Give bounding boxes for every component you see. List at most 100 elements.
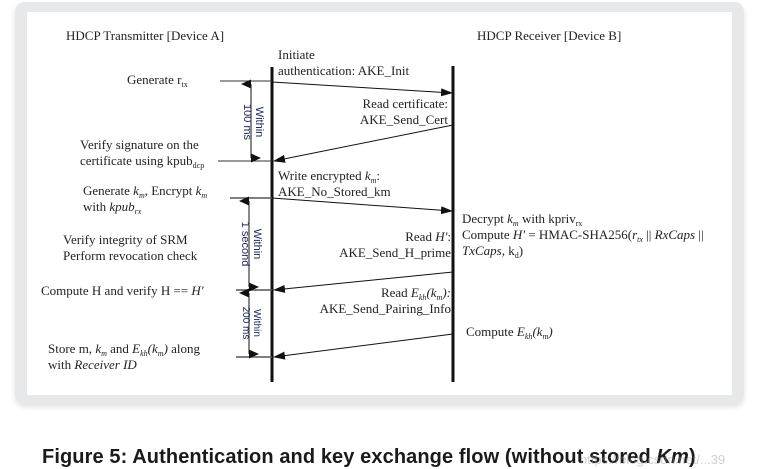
msg-ake-send-h-prime-label: Read H': AKE_Send_H_prime (300, 229, 451, 261)
step-store: Store m, km and Ekh(km) along with Recei… (48, 341, 200, 373)
msg-ake-send-cert-label: Read certificate: AKE_Send_Cert (330, 96, 448, 128)
var-k: (k (426, 285, 437, 300)
step-text: with (83, 199, 110, 214)
sub: m (138, 191, 145, 200)
step-decrypt-km: Decrypt km with kprivrx (462, 211, 583, 228)
watermark: https://blog.csdn.net/...39 (580, 452, 726, 467)
var-k: k (195, 183, 202, 198)
punct: : (447, 229, 451, 244)
step-generate-rtx: Generate rtx (127, 72, 188, 89)
timing-text: 1 second (239, 221, 251, 267)
timing-label-200ms: Within 200 ms (238, 293, 262, 353)
var-e: E (410, 285, 419, 300)
sub: m (101, 349, 107, 358)
step-text: with kpriv (518, 211, 576, 226)
arrow-ake-no-stored-km (271, 197, 453, 215)
sub: m (370, 176, 377, 185)
sub: dcp (192, 161, 205, 170)
sub: m (512, 219, 519, 228)
step-text: Verify signature on the (80, 137, 199, 152)
step-text: Compute (462, 227, 513, 242)
step-text: = HMAC-SHA256( (525, 227, 633, 242)
step-text: , k (501, 243, 515, 258)
arrow-ake-send-h-prime (273, 271, 454, 293)
var-e: E (132, 341, 141, 356)
caption-text: Figure 5: Authentication and key exchang… (42, 446, 657, 468)
var-hprime: H' (512, 227, 526, 242)
step-verify-signature: Verify signature on the certificate usin… (80, 137, 205, 170)
sub: m (542, 332, 549, 341)
sub: rx (575, 219, 583, 228)
msg-line: Read certificate: (362, 96, 448, 111)
timing-text: 200 ms (240, 306, 251, 340)
sub: tx (637, 235, 643, 244)
transmitter-header: HDCP Transmitter [Device A] (66, 28, 225, 43)
var-r: r (632, 227, 638, 242)
var-kpub: kpub (109, 199, 135, 214)
step-generate-km: Generate km, Encrypt km with kpubrx (83, 183, 208, 216)
msg-ake-no-stored-km-label: Write encrypted km: AKE_No_Stored_km (278, 168, 391, 200)
timing-text: Within (251, 309, 262, 337)
step-text: with (48, 357, 75, 372)
punct: ): (442, 285, 451, 300)
sub: m (157, 349, 164, 358)
var-k: (k (147, 341, 158, 356)
var-k: k (507, 211, 513, 226)
msg-ake-init-label: Initiate authentication: AKE_Init (278, 47, 409, 79)
step-compute-ekh: Compute Ekh(km) (466, 324, 553, 341)
msg-name: AKE_Send_Pairing_Info (319, 301, 451, 316)
var-txcaps: TxCaps (462, 243, 502, 258)
step-text: Compute H and verify H == (41, 283, 192, 298)
step-text: Verify integrity of SRM (63, 232, 188, 247)
step-text: , Encrypt (144, 183, 196, 198)
var-receiver-id: Receiver ID (74, 357, 137, 372)
sub: d (514, 251, 519, 260)
timing-text: 100 ms (241, 103, 253, 141)
var-k: k (133, 183, 139, 198)
msg-line: Read (405, 229, 436, 244)
step-text: Compute (466, 324, 517, 339)
msg-line: Write encrypted (278, 168, 365, 183)
var-k: k (95, 341, 102, 356)
arrow-ake-init (271, 81, 453, 97)
step-compute-h: Compute H and verify H == H' (41, 283, 204, 299)
step-text: and (106, 341, 133, 356)
step-text: Generate (83, 183, 134, 198)
msg-ake-send-pairing-info-label: Read Ekh(km): AKE_Send_Pairing_Info (290, 285, 451, 317)
caption-italic: Km (656, 446, 689, 468)
punct: ) (163, 341, 168, 356)
msg-line: Initiate (278, 47, 315, 62)
var-k: (k (532, 324, 543, 339)
var-e: E (516, 324, 525, 339)
punct: : (376, 168, 381, 183)
sub: kh (418, 293, 427, 302)
timing-label-100ms: Within 100 ms (239, 88, 265, 156)
timing-label-1s: Within 1 second (237, 206, 263, 282)
step-text: Decrypt (462, 211, 508, 226)
msg-line: Read (380, 285, 411, 300)
figure-caption: Figure 5: Authentication and key exchang… (42, 446, 696, 469)
timing-text: Within (253, 106, 265, 138)
var-hprime: H' (191, 283, 204, 298)
punct: ) (518, 243, 524, 258)
arrow-ake-send-pairing-info (273, 333, 454, 360)
sub: kh (524, 332, 533, 341)
receiver-header: HDCP Receiver [Device B] (477, 28, 622, 43)
figure-panel (27, 12, 732, 395)
var-hprime: H' (435, 229, 448, 244)
msg-name: AKE_Send_Cert (359, 112, 448, 127)
punct: ) (548, 324, 553, 339)
timing-text: Within (251, 228, 263, 260)
step-text: Perform revocation check (63, 248, 198, 263)
msg-name: AKE_No_Stored_km (278, 184, 391, 199)
step-verify-srm: Verify integrity of SRM Perform revocati… (63, 232, 197, 264)
sub: rx (134, 207, 142, 216)
step-text: Store m, (48, 341, 96, 356)
arrow-ake-send-cert (273, 124, 454, 163)
caption-end: ) (688, 446, 696, 468)
step-text: Generate r (127, 72, 182, 87)
concat: || (695, 227, 704, 242)
sub: m (201, 191, 208, 200)
var-k: k (364, 168, 371, 183)
